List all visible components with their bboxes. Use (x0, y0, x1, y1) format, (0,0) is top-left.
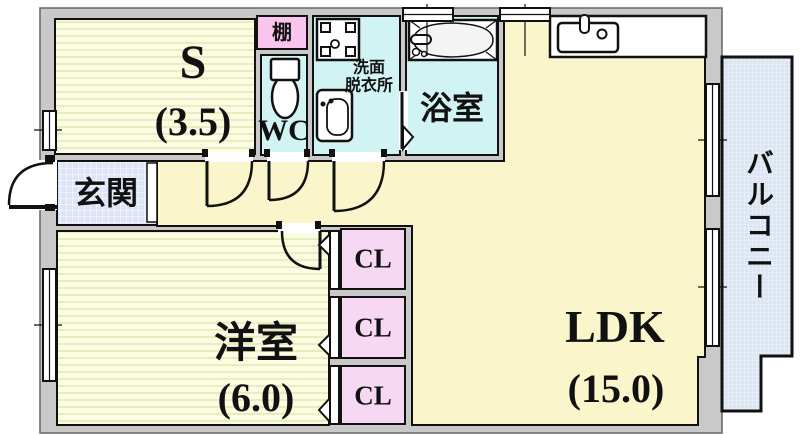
closet-1 (340, 228, 406, 290)
closet-doors (317, 230, 340, 425)
door-washroom (329, 149, 387, 213)
room-shelf (256, 15, 308, 50)
window-storage-left (34, 110, 62, 151)
closet-2 (340, 296, 406, 359)
room-storage (54, 18, 256, 155)
room-entrance (56, 160, 158, 226)
door-bathroom (399, 91, 415, 152)
closet-3 (340, 365, 406, 425)
room-western (56, 230, 330, 426)
room-balcony (720, 55, 794, 413)
kitchen-sink-icon (548, 14, 708, 59)
window-bathroom-top (402, 4, 454, 56)
washbasin-icon (315, 88, 354, 143)
door-western-room (276, 221, 322, 271)
toilet-icon (269, 57, 301, 120)
door-storage (202, 149, 255, 208)
door-wc (264, 149, 310, 202)
entrance-step (146, 162, 158, 223)
window-ldk-balcony-1 (698, 83, 727, 197)
window-western-left (34, 268, 62, 382)
entrance-door (7, 155, 57, 211)
window-ldk-top (499, 4, 551, 56)
bathtub-icon (407, 18, 499, 62)
window-ldk-balcony-2 (698, 228, 727, 347)
washing-machine-icon (315, 17, 361, 62)
